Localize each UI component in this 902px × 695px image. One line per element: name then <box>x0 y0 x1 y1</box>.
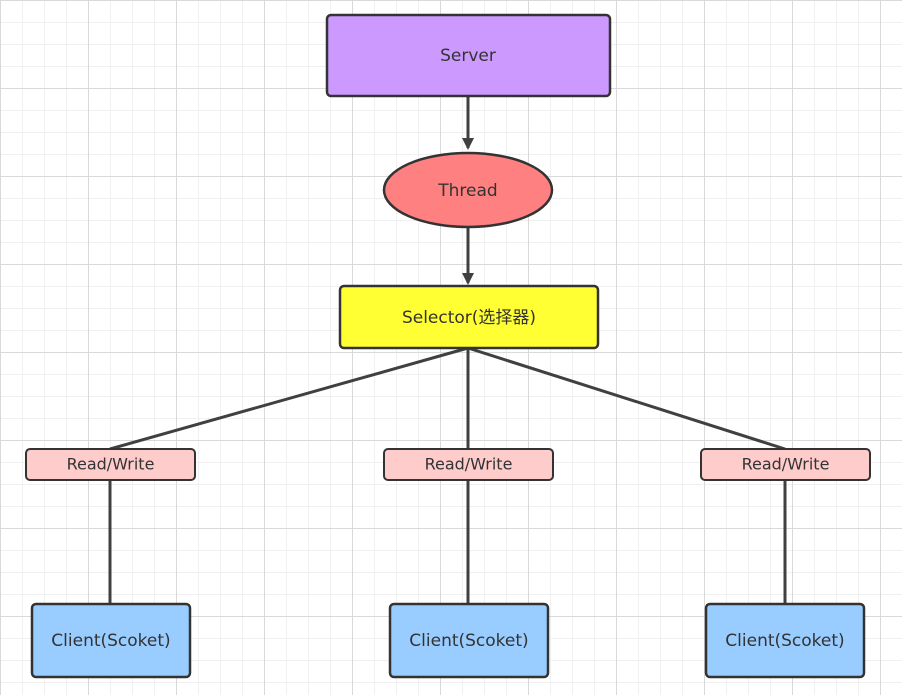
readwrite-box <box>700 448 871 481</box>
edge-selector-readwrite-1 <box>109 346 469 451</box>
readwrite-label: Read/Write <box>425 455 513 474</box>
edges <box>108 96 787 604</box>
server-node: Server <box>325 13 612 98</box>
client-node-3: Client(Scoket) <box>704 602 866 679</box>
selector-node: Selector(选择器) <box>338 284 600 350</box>
server-label: Server <box>440 46 496 66</box>
client-box <box>30 602 192 679</box>
readwrite-box <box>383 448 554 481</box>
selector-label: Selector(选择器) <box>402 308 536 328</box>
readwrite-label: Read/Write <box>67 455 155 474</box>
server-box <box>325 13 612 98</box>
selector-box <box>338 284 600 350</box>
edge-selector-readwrite-3 <box>467 346 786 451</box>
client-node-2: Client(Scoket) <box>388 602 550 679</box>
client-box <box>388 602 550 679</box>
client-node-1: Client(Scoket) <box>30 602 192 679</box>
readwrite-node-1: Read/Write <box>25 448 196 481</box>
thread-node: Thread <box>382 151 554 229</box>
thread-label: Thread <box>437 181 497 201</box>
client-label: Client(Scoket) <box>51 631 170 651</box>
client-label: Client(Scoket) <box>409 631 528 651</box>
readwrite-label: Read/Write <box>742 455 830 474</box>
thread-ellipse <box>382 151 554 229</box>
readwrite-node-3: Read/Write <box>700 448 871 481</box>
client-box <box>704 602 866 679</box>
client-label: Client(Scoket) <box>725 631 844 651</box>
readwrite-node-2: Read/Write <box>383 448 554 481</box>
readwrite-box <box>25 448 196 481</box>
